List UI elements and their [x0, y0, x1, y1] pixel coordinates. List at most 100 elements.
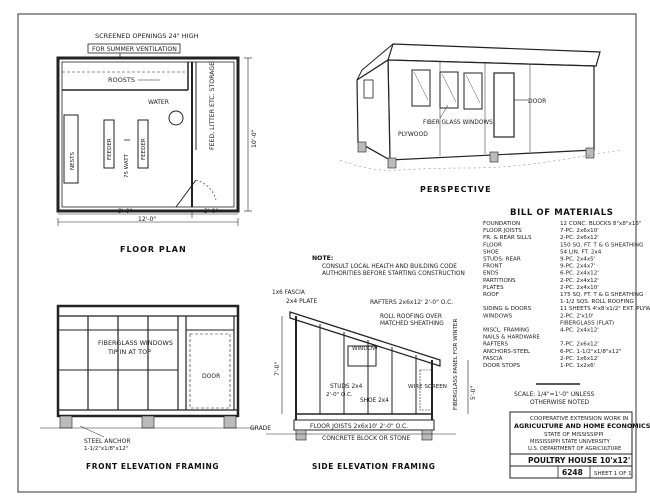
title-block: COOPERATIVE EXTENSION WORK IN AGRICULTUR…	[509, 411, 650, 479]
ventilation-note-box	[87, 43, 181, 54]
front-door-label: DOOR	[202, 373, 220, 380]
side-window-label: WINDOW	[352, 346, 378, 352]
grade-label: GRADE	[250, 425, 271, 432]
water-label: WATER	[148, 99, 169, 106]
concrete-label: CONCRETE BLOCK OR STONE	[322, 435, 410, 442]
bom-item: STUDS: REAR	[483, 257, 521, 263]
bom-item: SHOE	[483, 249, 499, 255]
title-block-line-2: AGRICULTURE AND HOME ECONOMICS	[514, 422, 650, 430]
roll-roofing-label: ROLL ROOFING OVER	[380, 314, 442, 320]
shoe-label: SHOE 2x4	[360, 398, 389, 404]
bom-quantity: 9-PC. 2x4x5'	[560, 257, 595, 263]
roosts-label: ROOSTS	[108, 76, 135, 84]
bom-quantity: 12 CONC. BLOCKS 8"x8"x16"	[560, 221, 642, 227]
bom-item: FLOOR JOISTS	[483, 228, 522, 234]
bom-quantity: 2-PC. 2x4x10'	[560, 285, 599, 291]
fiberglass-panel-label: FIBERGLASS PANEL FOR WINTER	[453, 319, 459, 410]
bom-quantity: 1-1/2 SQS. ROLL ROOFING	[560, 299, 634, 305]
perspective-front-wall	[387, 59, 595, 161]
steel-anchor-label: STEEL ANCHOR	[84, 438, 131, 445]
front-foundation-blocks	[59, 415, 237, 429]
side-window	[347, 345, 377, 367]
perspective-roof	[387, 43, 601, 67]
note-label: NOTE:	[312, 255, 333, 262]
dim-12ft: 12'-0"	[138, 216, 156, 223]
floor-plan: SCREENED OPENINGS 24" HIGH FOR SUMMER VE…	[56, 32, 258, 254]
bom-item: NAILS & HARDWARE	[483, 335, 540, 341]
bom-item: FRONT	[483, 264, 503, 270]
construction-note: NOTE: CONSULT LOCAL HEALTH AND BUILDING …	[312, 255, 465, 277]
note-line-1: CONSULT LOCAL HEALTH AND BUILDING CODE	[322, 264, 457, 270]
side-dim-7ft: 7'-0"	[274, 362, 281, 376]
perspective-windows	[411, 69, 483, 110]
feeder-left-label: FEEDER	[107, 138, 113, 160]
scale-line-2: OTHERWISE NOTED	[530, 399, 589, 406]
bom-rows: FOUNDATION 12 CONC. BLOCKS 8"x8"x16" FLOOR…	[483, 221, 650, 369]
bom-item: ENDS	[483, 271, 499, 277]
bom-quantity: 6-PC. 2x4x12'	[560, 271, 599, 277]
perspective-view: DOOR FIBER GLASS WINDOWS PLYWOOD PERSPEC…	[339, 43, 621, 194]
bom-quantity: 9-PC. 2x4x7'	[560, 264, 595, 270]
bom-item: ANCHORS-STEEL	[483, 349, 531, 355]
side-dim-5ft: 5'-0"	[470, 386, 477, 400]
front-studs	[87, 316, 235, 410]
plate-label: 2x4 PLATE	[286, 298, 317, 305]
waterer-symbol	[168, 110, 184, 126]
rafters-label: RAFTERS 2x6x12' 2'-0" O.C.	[370, 299, 453, 306]
bom-quantity: 7-PC. 2x6x10'	[560, 228, 599, 234]
bom-item: FLOOR	[483, 242, 502, 248]
front-fiberglass-label: FIBERGLASS WINDOWS	[98, 339, 173, 347]
title-block-line-4: MISSISSIPPI STATE UNIVERSITY	[530, 439, 611, 445]
scale-block: SCALE: 1/4"=1'-0" UNLESS OTHERWISE NOTED	[514, 383, 595, 406]
perspective-door	[493, 72, 515, 138]
nests-label: NESTS	[70, 152, 76, 170]
plywood-label: PLYWOOD	[398, 131, 428, 138]
bom-quantity: 4-PC. 2x4x12'	[560, 328, 599, 334]
scale-line-1: SCALE: 1/4"=1'-0" UNLESS	[514, 391, 595, 398]
storage-label: FEED, LITTER ETC. STORAGE	[209, 62, 216, 150]
bom-item: SIDING & DOORS	[483, 306, 532, 312]
bom-quantity: 7-PC. 2x6x12'	[560, 342, 599, 348]
dim-9ft: 9'-0"	[118, 208, 132, 215]
bom-quantity: 2-PC. 2x4x12'	[560, 278, 599, 284]
feeder-left	[103, 119, 115, 169]
front-tip-label: TIP IN AT TOP	[107, 348, 151, 356]
drawing-number: 6248	[562, 468, 583, 477]
front-elevation-framing: FIBERGLASS WINDOWS TIP IN AT TOP DOOR ST…	[40, 304, 256, 471]
bom-item: MISCL. FRAMING	[483, 328, 529, 334]
screened-note-2: FOR SUMMER VENTILATION	[92, 46, 177, 53]
feeder-right-label: FEEDER	[141, 138, 147, 160]
bom-item: WINDOWS	[483, 313, 513, 319]
bom-item: PARTITIONS	[483, 278, 516, 284]
perspective-title: PERSPECTIVE	[420, 185, 492, 194]
sheet-border	[17, 13, 637, 493]
title-block-line-1: COOPERATIVE EXTENSION WORK IN	[530, 416, 628, 422]
sheet-number: SHEET 1 OF 1	[594, 471, 632, 477]
bom-quantity: 150 SQ. FT. T & G SHEATHING	[560, 242, 643, 248]
bill-of-materials: BILL OF MATERIALS FOUNDATION 12 CONC. BLO…	[483, 208, 650, 369]
bom-item: FR. & REAR SILLS	[483, 235, 532, 241]
wire-screen-label: WIRE SCREEN	[408, 384, 447, 390]
side-elevation-framing: 1x6 FASCIA 2x4 PLATE RAFTERS 2x6x12' 2'-…	[250, 290, 477, 471]
matched-sheathing-label: MATCHED SHEATHING	[380, 321, 444, 327]
side-studs	[319, 324, 417, 414]
bom-title: BILL OF MATERIALS	[510, 208, 613, 218]
nests-box	[63, 114, 79, 184]
side-elevation-title: SIDE ELEVATION FRAMING	[312, 462, 435, 471]
bom-item: FOUNDATION	[483, 221, 520, 227]
bom-item: FASCIA	[483, 356, 503, 362]
perspective-foundation	[357, 141, 595, 169]
bom-item: RAFTERS	[483, 342, 508, 348]
fiber-glass-label: FIBER GLASS WINDOWS	[423, 120, 493, 126]
steel-anchor-size: 1-1/2"x1/8"x12"	[84, 446, 128, 452]
lamp-label: 75 WATT	[124, 154, 130, 178]
side-foundation-blocks	[295, 429, 433, 441]
front-door-outline	[189, 333, 231, 409]
feeder-right	[137, 119, 149, 169]
bom-quantity: 2-PC. 2x6x12'	[560, 235, 599, 241]
studs-label: STUDS 2x4	[330, 384, 363, 390]
bom-quantity: 54 LIN. FT. 2x4	[560, 249, 602, 255]
floor-plan-title: FLOOR PLAN	[120, 245, 187, 254]
depth-dimension: 10'-0"	[251, 129, 258, 148]
